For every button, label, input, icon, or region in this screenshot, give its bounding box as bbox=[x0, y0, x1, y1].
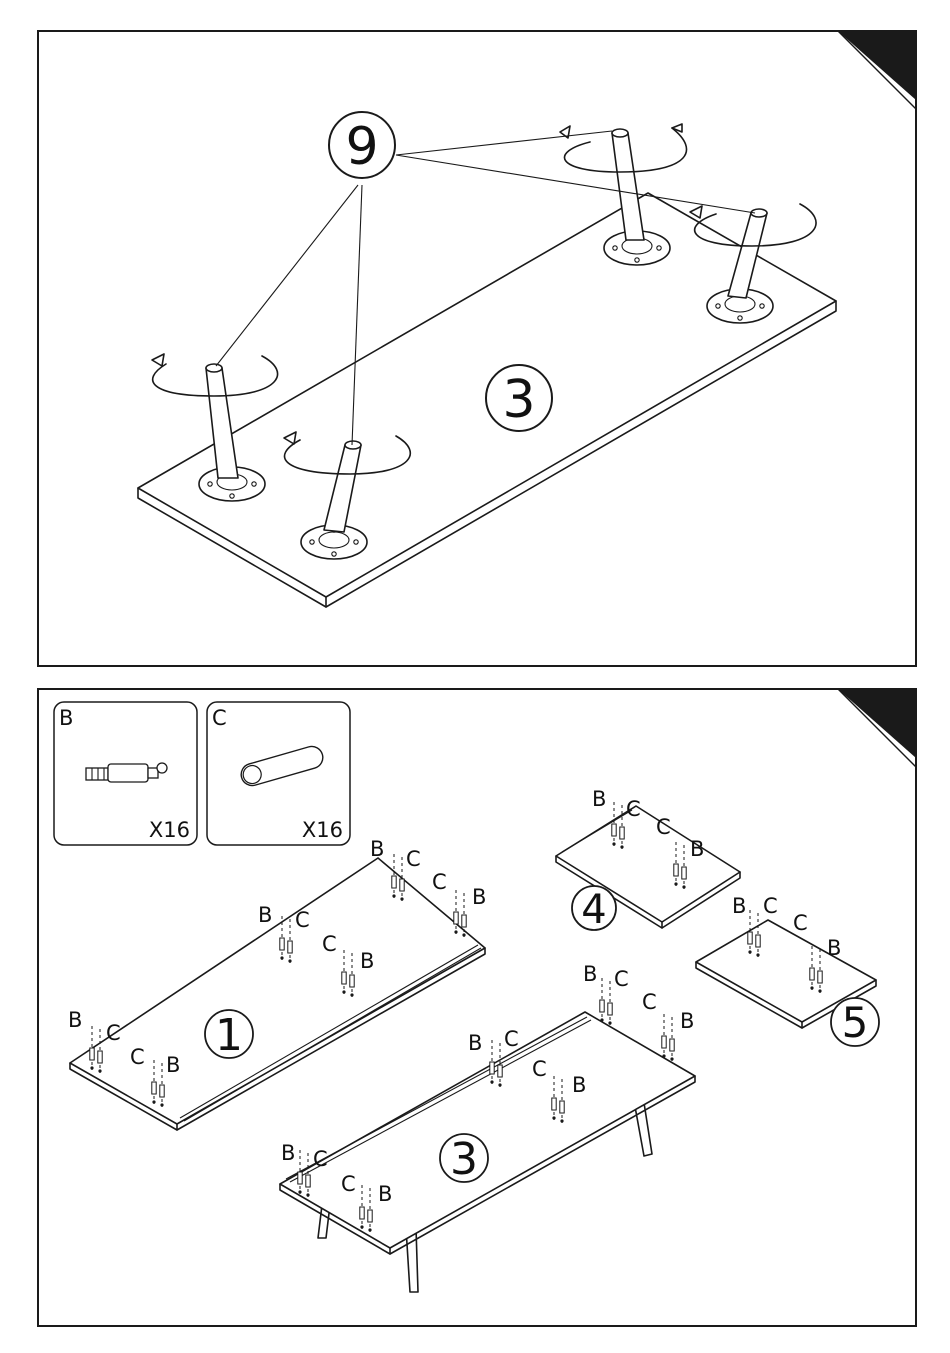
svg-text:B: B bbox=[592, 787, 606, 811]
svg-text:C: C bbox=[130, 1045, 145, 1069]
svg-text:B: B bbox=[281, 1141, 295, 1165]
svg-text:3: 3 bbox=[450, 1134, 478, 1185]
svg-text:9: 9 bbox=[345, 117, 378, 177]
svg-text:B: B bbox=[370, 837, 384, 861]
corner-tab-icon bbox=[838, 689, 916, 758]
svg-text:B: B bbox=[690, 837, 704, 861]
panel-1: 1 bbox=[70, 854, 485, 1130]
step-1-panel: 9 3 bbox=[38, 31, 916, 666]
svg-text:X16: X16 bbox=[149, 818, 190, 842]
svg-text:C: C bbox=[212, 706, 227, 730]
svg-text:B: B bbox=[59, 706, 73, 730]
corner-tab-icon bbox=[838, 31, 916, 100]
svg-text:C: C bbox=[532, 1057, 547, 1081]
svg-text:5: 5 bbox=[842, 998, 869, 1047]
svg-text:C: C bbox=[406, 847, 421, 871]
svg-text:C: C bbox=[763, 894, 778, 918]
svg-text:B: B bbox=[166, 1053, 180, 1077]
svg-text:4: 4 bbox=[581, 887, 606, 933]
svg-text:B: B bbox=[258, 903, 272, 927]
svg-text:B: B bbox=[732, 894, 746, 918]
step-2-panel: B X16 C X16 bbox=[38, 689, 916, 1326]
svg-text:C: C bbox=[341, 1172, 356, 1196]
svg-text:B: B bbox=[360, 949, 374, 973]
svg-text:C: C bbox=[626, 797, 641, 821]
panel-5: 5 bbox=[696, 910, 879, 1047]
hardware-box-b: B X16 bbox=[54, 702, 197, 845]
svg-text:3: 3 bbox=[502, 370, 535, 430]
svg-text:B: B bbox=[680, 1009, 694, 1033]
board-part-number: 3 bbox=[486, 365, 552, 431]
svg-text:C: C bbox=[793, 911, 808, 935]
svg-text:C: C bbox=[432, 870, 447, 894]
svg-text:C: C bbox=[656, 815, 671, 839]
svg-text:B: B bbox=[68, 1008, 82, 1032]
panel-4: 4 bbox=[556, 802, 740, 933]
svg-text:B: B bbox=[827, 936, 841, 960]
svg-text:C: C bbox=[322, 932, 337, 956]
svg-text:C: C bbox=[614, 967, 629, 991]
svg-text:C: C bbox=[295, 908, 310, 932]
svg-text:B: B bbox=[378, 1182, 392, 1206]
svg-text:B: B bbox=[472, 885, 486, 909]
svg-text:C: C bbox=[504, 1027, 519, 1051]
svg-text:B: B bbox=[468, 1031, 482, 1055]
svg-text:B: B bbox=[572, 1073, 586, 1097]
hardware-box-c: C X16 bbox=[207, 702, 350, 845]
svg-text:C: C bbox=[313, 1147, 328, 1171]
svg-text:C: C bbox=[642, 990, 657, 1014]
svg-text:X16: X16 bbox=[302, 818, 343, 842]
svg-text:B: B bbox=[583, 962, 597, 986]
leg-part-number: 9 bbox=[329, 112, 395, 178]
svg-text:C: C bbox=[106, 1021, 121, 1045]
svg-text:1: 1 bbox=[215, 1010, 243, 1061]
